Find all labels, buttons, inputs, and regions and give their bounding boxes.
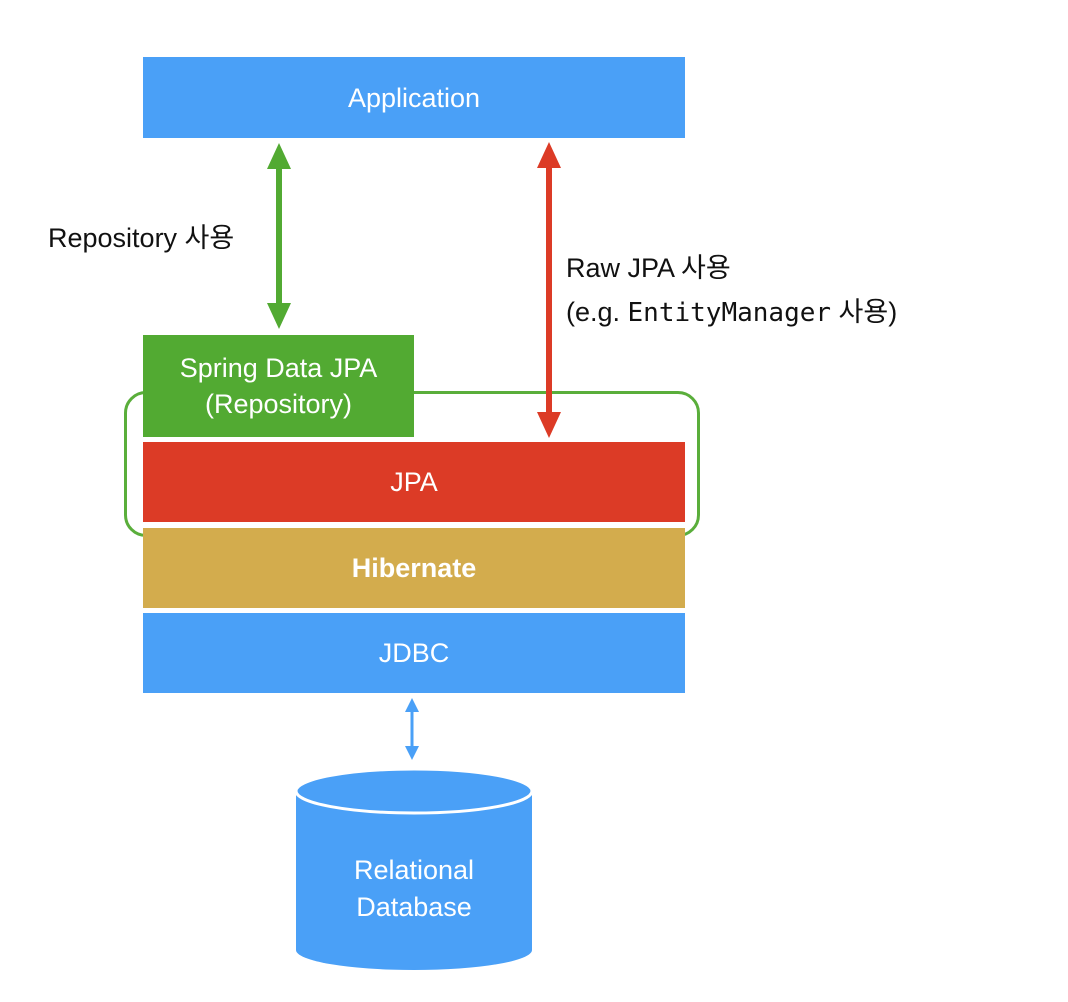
jpa-label: JPA bbox=[390, 467, 438, 497]
entity-manager-code: EntityManager bbox=[627, 298, 832, 328]
spring-data-jpa-label: Spring Data JPA bbox=[179, 353, 378, 383]
entity-manager-prefix: (e.g. bbox=[566, 297, 628, 327]
jdbc-label: JDBC bbox=[378, 638, 450, 668]
database-label-line2: Database bbox=[356, 892, 472, 922]
jdbc-layer: JDBC bbox=[143, 613, 685, 693]
hibernate-label: Hibernate bbox=[351, 553, 477, 583]
entity-manager-usage-label: (e.g. EntityManager 사용) bbox=[566, 293, 897, 332]
entity-manager-suffix: 사용) bbox=[831, 297, 898, 327]
spring-data-jpa-layer: Spring Data JPA (Repository) bbox=[143, 335, 414, 437]
jpa-layer: JPA bbox=[143, 442, 685, 522]
application-layer: Application bbox=[143, 57, 685, 138]
repository-label: (Repository) bbox=[204, 389, 353, 419]
application-label: Application bbox=[347, 82, 481, 113]
repository-usage-label: Repository 사용 bbox=[48, 223, 235, 253]
hibernate-layer: Hibernate bbox=[143, 528, 685, 608]
database-label-line1: Relational bbox=[353, 855, 475, 885]
raw-jpa-usage-label: Raw JPA 사용 bbox=[566, 253, 731, 283]
jdbc-database-arrow bbox=[405, 698, 419, 760]
repository-arrow bbox=[267, 143, 291, 329]
database-label: Relational Database bbox=[296, 852, 532, 926]
